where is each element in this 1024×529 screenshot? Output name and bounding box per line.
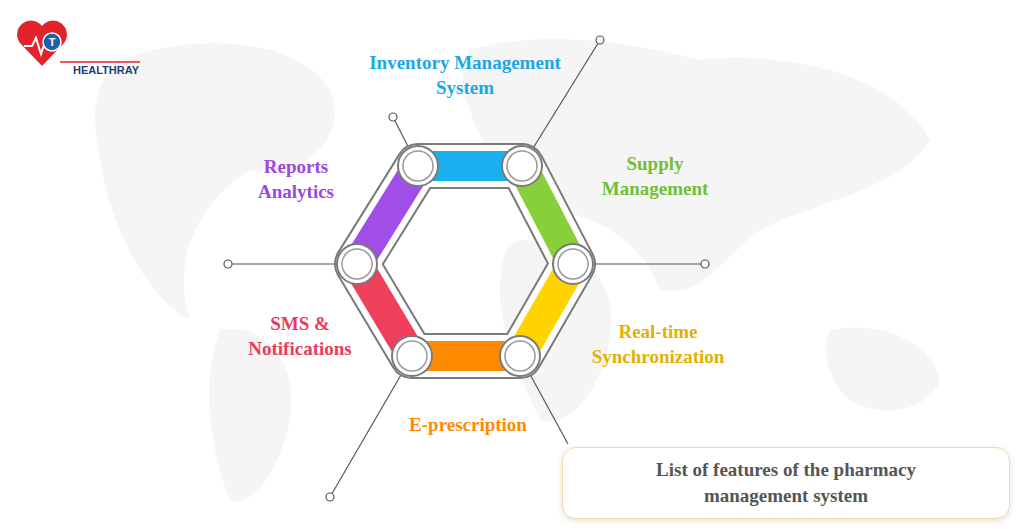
chain-joint-inner: [507, 151, 537, 181]
chain-joint-inner: [342, 249, 372, 279]
chain-joint-inner: [403, 151, 433, 181]
logo-letter: T: [44, 35, 60, 49]
feature-label: E-prescription: [383, 413, 553, 438]
chain-joint: [502, 146, 542, 186]
color-band: [527, 276, 566, 344]
feature-label: Reports Analytics: [239, 155, 354, 204]
spoke-end: [701, 260, 709, 268]
logo-text: HEALTHRAY: [61, 63, 151, 77]
chain-joint-inner: [397, 341, 427, 371]
chain-joint-inner: [558, 249, 588, 279]
spoke-end: [596, 36, 604, 44]
logo-badge: [43, 33, 61, 51]
chain-joint: [398, 146, 438, 186]
feature-label: Inventory Management System: [348, 51, 583, 100]
belt-outline: [357, 166, 573, 356]
logo: [17, 21, 140, 66]
color-band: [364, 178, 410, 252]
spoke-lines: [224, 36, 709, 501]
caption-text: List of features of the pharmacy managem…: [641, 457, 931, 508]
spoke-end: [389, 113, 397, 121]
feature-label: Supply Management: [580, 152, 730, 201]
chain-joint: [392, 336, 432, 376]
spoke-end: [326, 493, 334, 501]
feature-label: Real-time Synchronization: [568, 320, 748, 369]
spoke-end: [224, 260, 232, 268]
chain-joint: [553, 244, 593, 284]
hexagon-chain: [337, 146, 593, 376]
belt-inner: [357, 166, 573, 356]
world-map: [95, 39, 940, 501]
feature-label: SMS & Notifications: [225, 312, 375, 361]
color-band: [426, 341, 506, 371]
color-band: [528, 178, 566, 251]
chain-joint: [337, 244, 377, 284]
spoke-line: [330, 356, 412, 497]
caption-box: List of features of the pharmacy managem…: [562, 447, 1010, 519]
logo-underline: [60, 61, 140, 63]
color-band: [364, 276, 405, 344]
chain-joint: [500, 336, 540, 376]
logo-heart: [17, 21, 67, 66]
chain-joint-inner: [505, 341, 535, 371]
color-band: [432, 151, 508, 181]
